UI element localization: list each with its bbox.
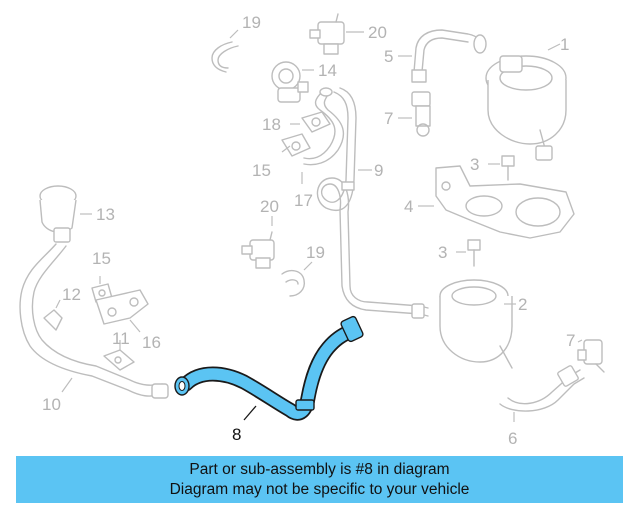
part-5-hose [411, 29, 487, 83]
part-20-top [309, 13, 345, 55]
part-18-gasket [301, 111, 331, 133]
callout-18: 18 [262, 115, 281, 134]
callout-7-lower: 7 [566, 331, 575, 350]
callout-16: 16 [142, 333, 161, 352]
callout-20-mid: 20 [260, 197, 279, 216]
callout-6: 6 [508, 429, 517, 448]
parts-diagram: 19 20 14 18 15 17 9 [19, 13, 605, 448]
callout-8: 8 [232, 425, 241, 444]
callout-10: 10 [42, 395, 61, 414]
part-3-bolt-upper [501, 155, 515, 181]
callout-4: 4 [404, 197, 413, 216]
callout-5: 5 [384, 47, 393, 66]
callout-20-top: 20 [368, 23, 387, 42]
callout-13: 13 [96, 205, 115, 224]
callout-1: 1 [560, 35, 569, 54]
callout-11: 11 [112, 329, 130, 348]
callout-2: 2 [518, 295, 527, 314]
part-17-pipe [303, 87, 345, 166]
info-banner: Part or sub-assembly is #8 in diagram Di… [16, 456, 623, 503]
part-1-pump [485, 55, 567, 161]
callout-15-lower: 15 [92, 249, 111, 268]
part-6-hose [499, 365, 585, 412]
banner-line-2: Diagram may not be specific to your vehi… [169, 480, 470, 498]
part-10-hose [19, 243, 169, 399]
part-4-bracket [435, 165, 575, 239]
callout-19-mid: 19 [306, 243, 325, 262]
callout-14: 14 [318, 61, 337, 80]
callout-3-lower: 3 [438, 243, 447, 262]
part-7-sensor-top [411, 91, 431, 137]
part-19-top [211, 41, 239, 73]
part-8-hose[interactable] [174, 315, 364, 421]
callout-12: 12 [62, 285, 81, 304]
callout-9: 9 [374, 161, 383, 180]
part-7-sensor-lower [577, 339, 605, 373]
part-13-valve [39, 185, 77, 243]
part-11-bracket [103, 349, 135, 371]
part-15-gasket-upper [281, 133, 311, 157]
callout-7-top: 7 [384, 109, 393, 128]
part-9-pipe [316, 87, 429, 319]
callout-15-upper: 15 [252, 161, 271, 180]
part-12-clip [43, 309, 63, 331]
part-3-bolt-lower [467, 239, 481, 267]
part-2-pump [439, 279, 513, 369]
callout-17: 17 [294, 191, 313, 210]
part-16-flange [95, 289, 149, 325]
part-14-valve [271, 61, 309, 103]
banner-line-1: Part or sub-assembly is #8 in diagram [189, 460, 450, 478]
callout-19-top: 19 [242, 13, 261, 32]
callout-3-upper: 3 [470, 155, 479, 174]
part-19-mid [281, 269, 305, 297]
part-20-mid [241, 231, 275, 269]
